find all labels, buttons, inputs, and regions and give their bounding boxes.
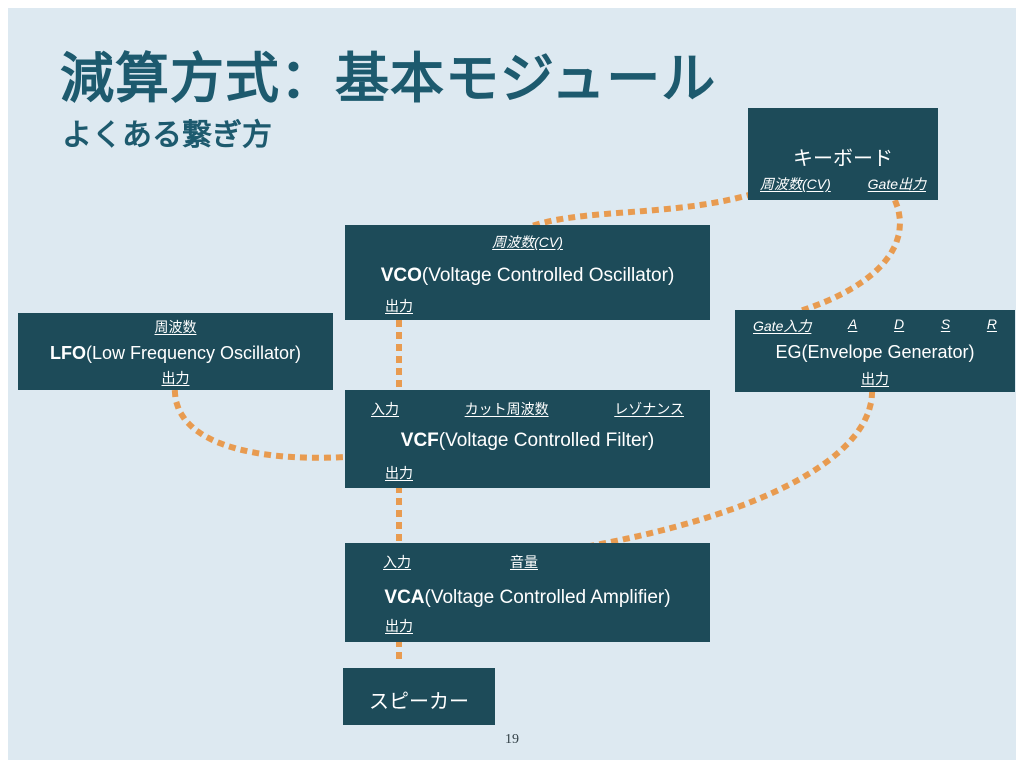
vcf-acronym: VCF [400,430,439,451]
eg-ports: Gate入力 A D S R [735,316,1015,336]
vca-fullname: (Voltage Controlled Amplifier) [424,587,671,608]
module-vcf: 入力 カット周波数 レゾナンス VCF(Voltage Controlled F… [345,390,710,488]
eg-port-decay: D [894,316,905,332]
speaker-title: スピーカー [369,691,469,713]
vcf-name: VCF(Voltage Controlled Filter) [345,430,710,452]
lfo-port-output: 出力 [161,370,190,386]
lfo-acronym: LFO [49,343,86,363]
vca-port-output: 出力 [385,618,413,634]
vco-port-output: 出力 [385,298,413,314]
lfo-fullname: (Low Frequency Oscillator) [85,343,302,363]
page-number: 19 [505,732,519,747]
vco-acronym: VCO [380,265,422,286]
eg-port-attack: A [848,316,858,332]
vco-port-frequency-cv: 周波数(CV) [492,234,563,250]
eg-port-release: R [986,316,997,332]
vcf-port-input: 入力 [371,401,399,417]
slide-title: 減算方式：基本モジュール [60,49,717,109]
vcf-port-cutoff: カット周波数 [464,401,549,417]
vca-port-input: 入力 [383,554,411,570]
vco-name: VCO(Voltage Controlled Oscillator) [345,265,710,287]
eg-port-sustain: S [940,316,951,332]
vcf-port-output: 出力 [385,465,413,481]
module-eg: Gate入力 A D S R EG(Envelope Generator) 出力 [735,310,1015,392]
slide-subtitle: よくある繋ぎ方 [62,119,272,152]
module-speaker: スピーカー [343,668,495,725]
eg-name: EG(Envelope Generator) [775,342,975,362]
keyboard-ports: 周波数(CV) Gate出力 [748,174,938,194]
vco-fullname: (Voltage Controlled Oscillator) [421,265,675,286]
keyboard-title: キーボード [793,148,893,170]
keyboard-port-gate: Gate出力 [867,176,926,192]
module-lfo: 周波数 LFO(Low Frequency Oscillator) 出力 [18,313,333,390]
lfo-name: LFO(Low Frequency Oscillator) [18,343,333,364]
eg-port-output: 出力 [861,371,889,387]
module-vca: 入力 音量 VCA(Voltage Controlled Amplifier) … [345,543,710,642]
vca-port-volume: 音量 [510,554,538,570]
vcf-ports: 入力 カット周波数 レゾナンス [345,399,710,419]
vcf-fullname: (Voltage Controlled Filter) [438,430,655,451]
vcf-port-resonance: レゾナンス [614,401,684,417]
keyboard-port-cv: 周波数(CV) [760,176,831,192]
vca-acronym: VCA [384,587,425,608]
vca-name: VCA(Voltage Controlled Amplifier) [345,587,710,609]
lfo-port-frequency: 周波数 [154,319,197,335]
module-keyboard: キーボード 周波数(CV) Gate出力 [748,108,938,200]
eg-port-gate-input: Gate入力 [753,318,812,334]
module-vco: 周波数(CV) VCO(Voltage Controlled Oscillato… [345,225,710,320]
